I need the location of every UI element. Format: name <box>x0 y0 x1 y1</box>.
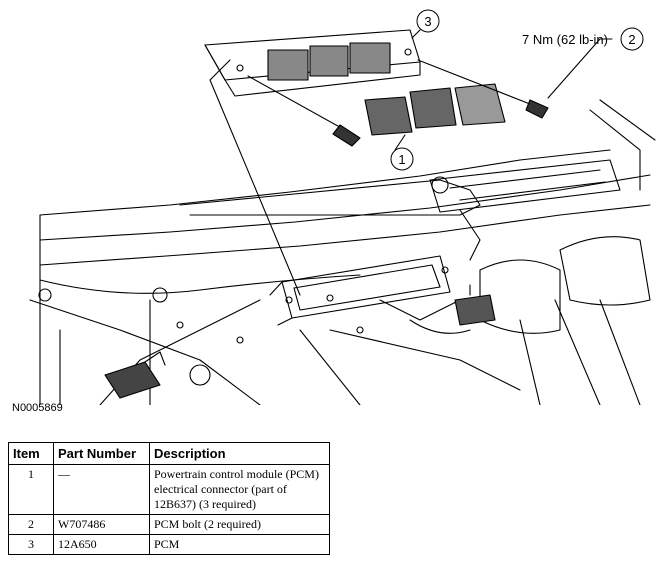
callout-2: 7 Nm (62 lb-in) 2 <box>522 27 644 51</box>
table-row: 1 — Powertrain control module (PCM) elec… <box>8 464 330 515</box>
cell-description: PCM <box>149 534 330 555</box>
table-row: 2 W707486 PCM bolt (2 required) <box>8 514 330 535</box>
header-description: Description <box>149 442 330 465</box>
cell-description: PCM bolt (2 required) <box>149 514 330 535</box>
cell-item: 2 <box>8 514 54 535</box>
cell-item: 1 <box>8 464 54 515</box>
wiper-linkage <box>179 176 481 261</box>
harness-connector-left <box>104 351 166 399</box>
pcm-mounting-bracket <box>269 255 451 326</box>
cowl-panel <box>29 99 656 405</box>
pcm-electrical-connectors <box>364 83 506 136</box>
header-part-number: Part Number <box>53 442 150 465</box>
table-row: 3 12A650 PCM <box>8 534 330 555</box>
figure-id: N0005869 <box>12 402 63 414</box>
panel-holes <box>38 287 364 386</box>
callout-leaders <box>209 29 613 296</box>
torque-spec: 7 Nm (62 lb-in) <box>522 32 608 47</box>
cell-item: 3 <box>8 534 54 555</box>
callout-3: 3 <box>416 9 440 33</box>
pcm-installation-diagram: 3 1 7 Nm (62 lb-in) 2 <box>29 9 656 405</box>
cell-description: Powertrain control module (PCM) electric… <box>149 464 330 515</box>
pcm-module <box>204 29 421 97</box>
harness-connector-center <box>409 284 496 334</box>
pcm-bolts <box>247 59 549 147</box>
callout-1: 1 <box>390 147 414 171</box>
table-header-row: Item Part Number Description <box>8 442 330 465</box>
parts-table: Item Part Number Description 1 — Powertr… <box>8 442 330 555</box>
svg-text:1: 1 <box>398 152 405 167</box>
header-item: Item <box>8 442 54 465</box>
cell-part-number: — <box>53 464 150 515</box>
svg-text:2: 2 <box>628 32 635 47</box>
svg-text:3: 3 <box>424 14 431 29</box>
cell-part-number: 12A650 <box>53 534 150 555</box>
cell-part-number: W707486 <box>53 514 150 535</box>
